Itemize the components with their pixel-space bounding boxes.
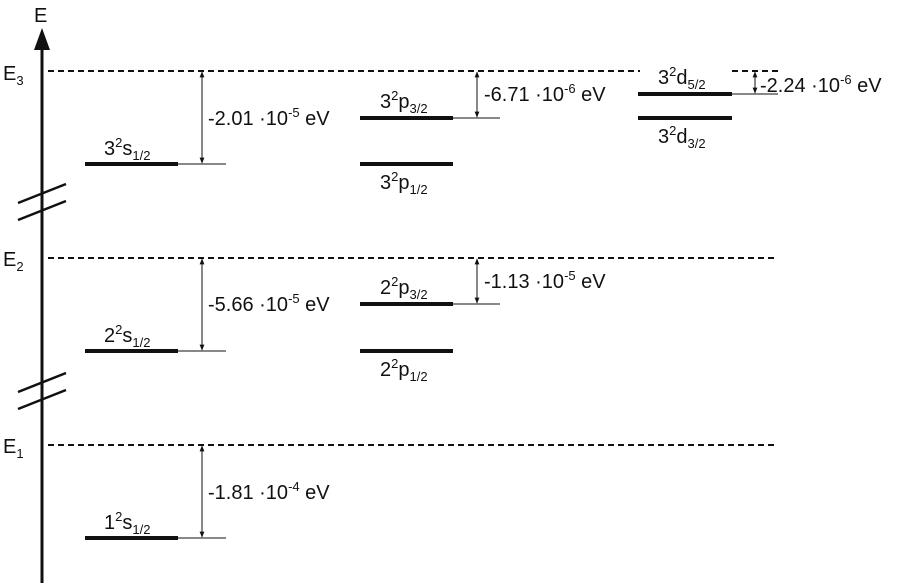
label-1s-1-2: 12s1/2 [104,509,150,537]
e3-label: E3 [3,63,24,88]
shift-label-3p: -6.71 ·10-6 eV [484,81,606,106]
axis-break-mark [17,199,67,222]
label-3d-3-2: 32d3/2 [658,123,706,151]
label-2p-3-2: 22p3/2 [380,274,428,302]
label-3p-3-2: 32p3/2 [380,88,428,116]
label-3s-1-2: 32s1/2 [104,135,150,163]
shift-label-3s: -2.01 ·10-5 eV [208,105,330,130]
axis-break-mark [17,388,67,411]
e2-label: E2 [3,249,24,274]
shift-label-2s: -5.66 ·10-5 eV [208,291,330,316]
energy-axis-arrowhead [34,28,50,50]
axis-break-mark [17,371,67,394]
axis-break-mark [17,182,67,205]
e1-label: E1 [3,436,24,461]
shift-label-3d: -2.24 ·10-6 eV [760,72,882,97]
label-3p-1-2: 32p1/2 [380,169,428,197]
label-2s-1-2: 22s1/2 [104,322,150,350]
energy-axis-label: E [34,5,47,27]
shift-label-1s: -1.81 ·10-4 eV [208,479,330,504]
label-3d-5-2: 32d5/2 [658,64,706,92]
shift-label-2p: -1.13 ·10-5 eV [484,268,606,293]
label-2p-1-2: 22p1/2 [380,356,428,384]
